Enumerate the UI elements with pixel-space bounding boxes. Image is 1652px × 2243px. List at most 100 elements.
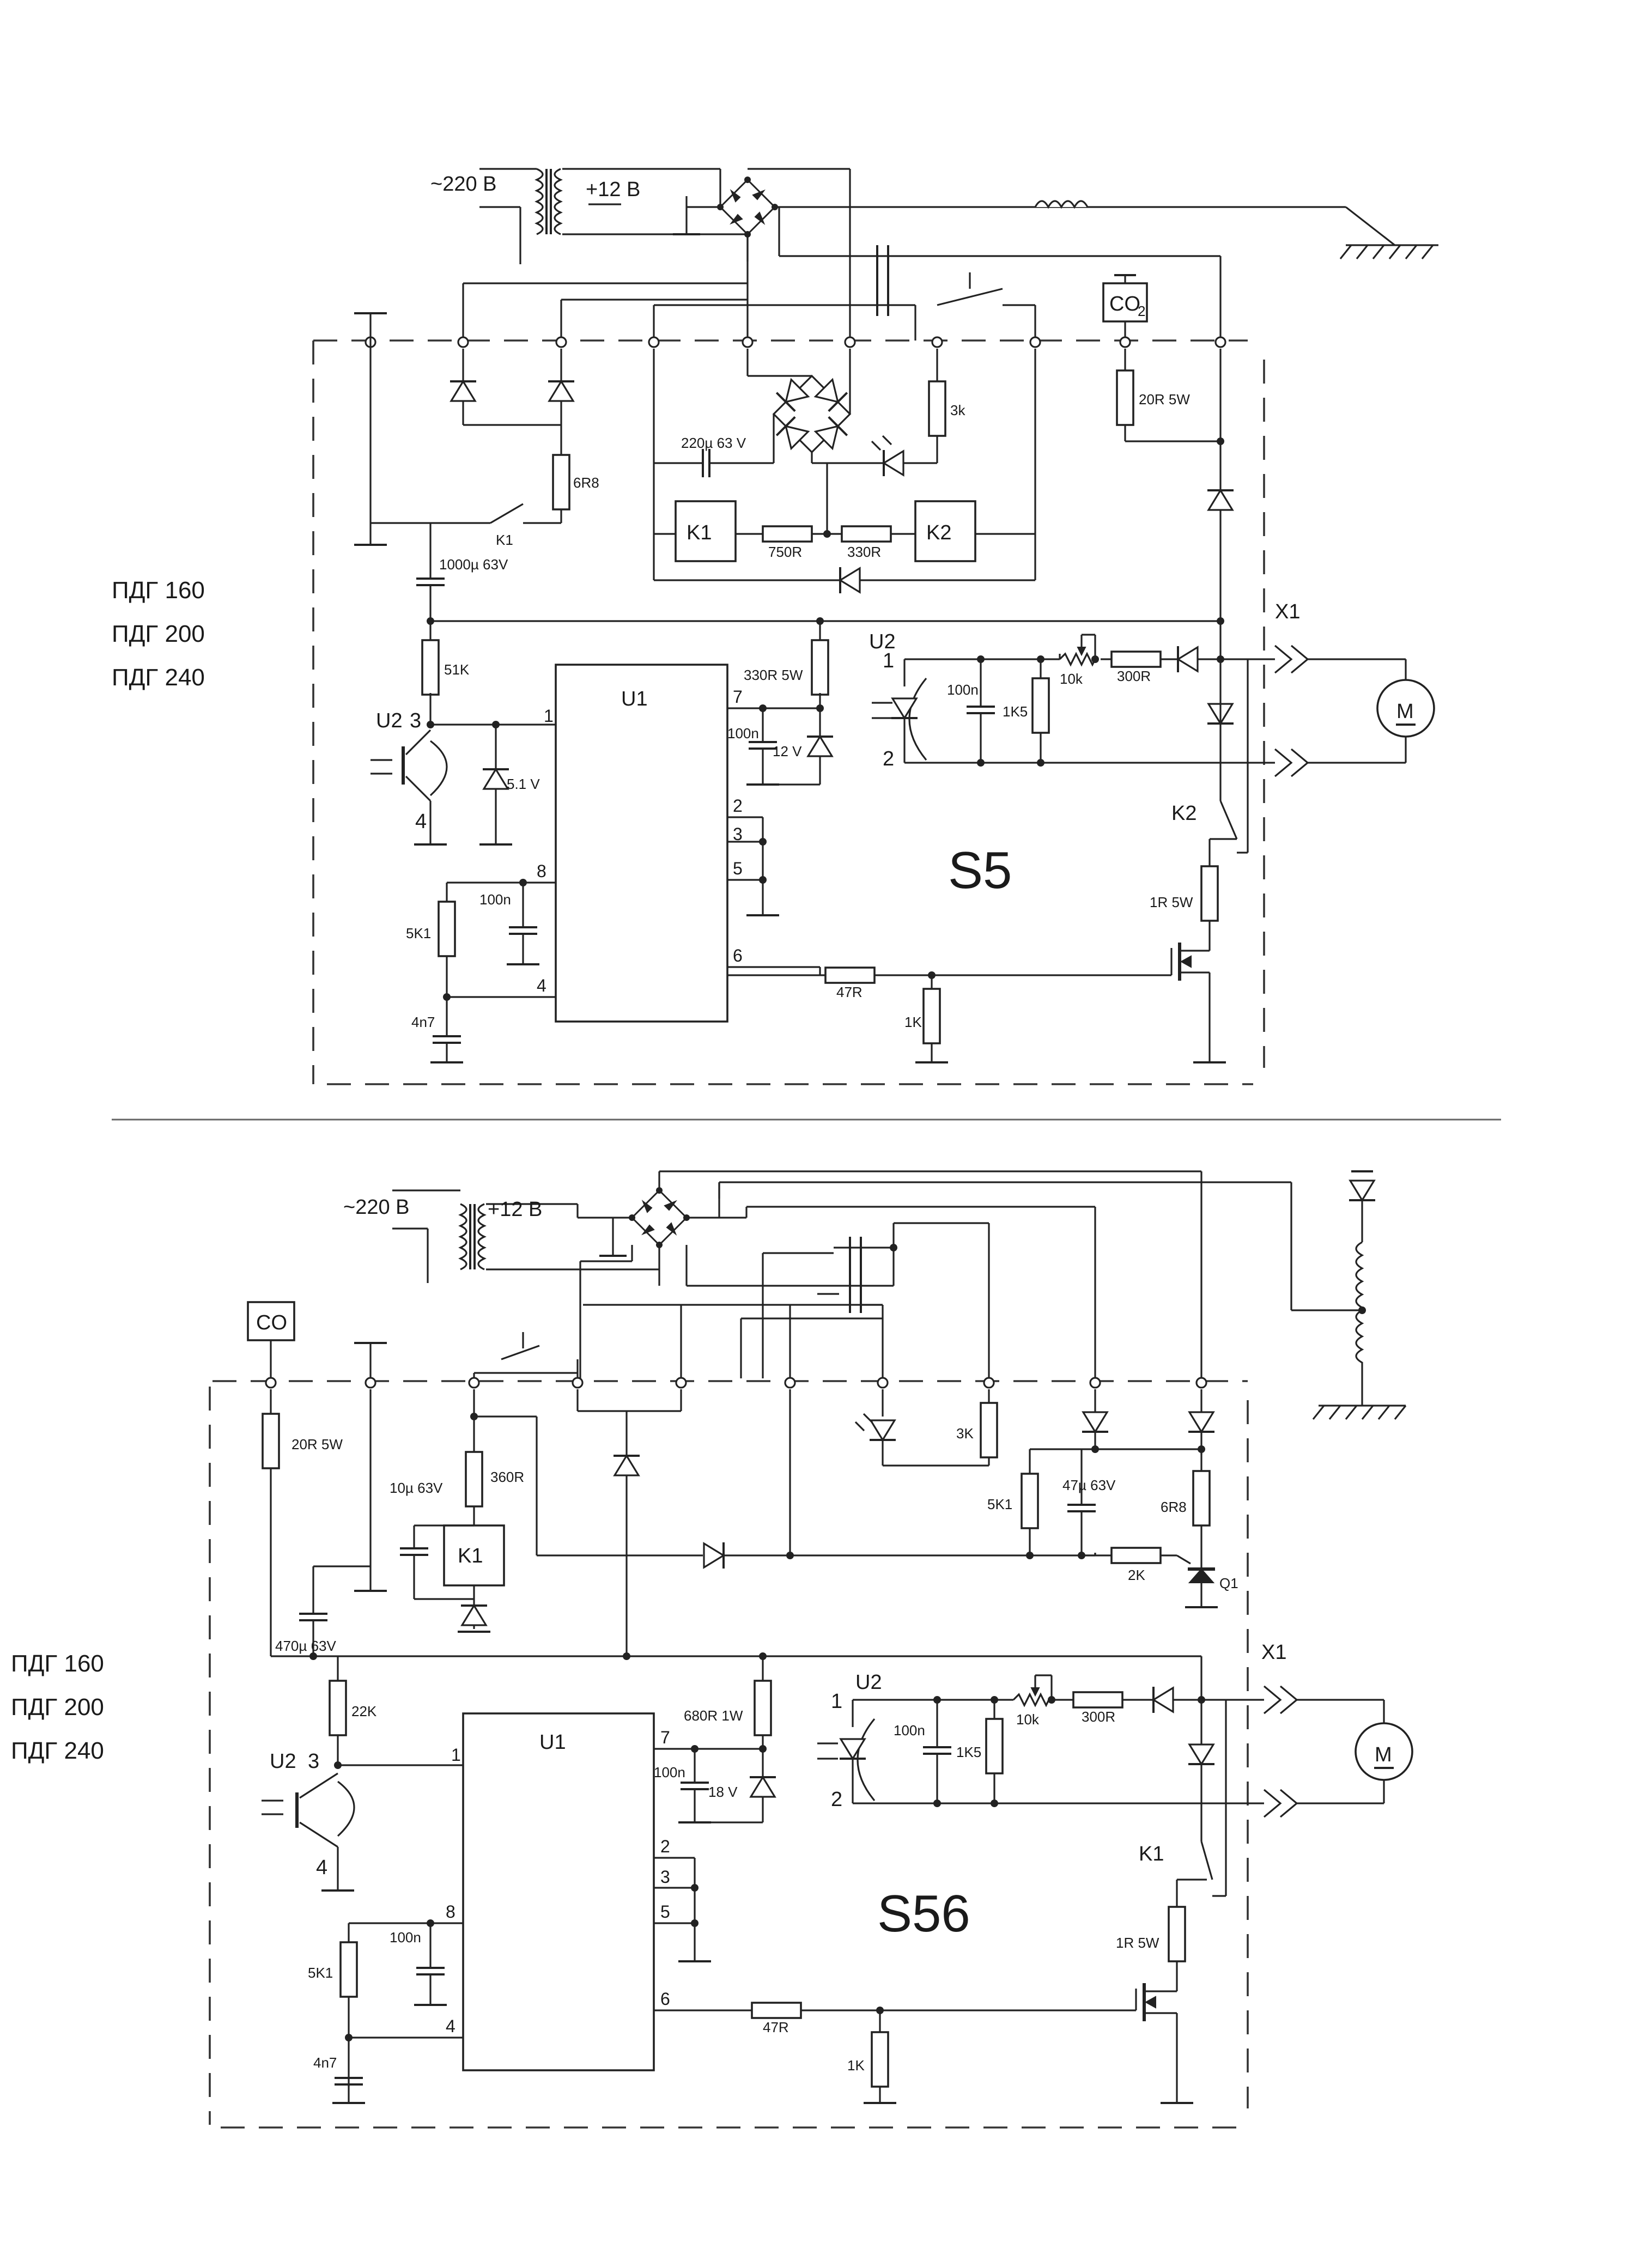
s5-pin5: 5 — [733, 859, 743, 878]
s56-r-20r: 20R 5W — [291, 1436, 343, 1452]
s56-r-680: 680R 1W — [684, 1707, 743, 1724]
s5-co2-label: CO — [1109, 293, 1140, 315]
s56-c-4n7: 4n7 — [313, 2054, 337, 2071]
s5-pin6: 6 — [733, 946, 743, 965]
s56-r-22k: 22K — [351, 1703, 377, 1719]
s5-u2r-pin2: 2 — [883, 747, 894, 770]
s5-k2-contact: K2 — [1171, 802, 1197, 825]
diagram-s5: ~220 В +12 В — [312, 168, 1438, 1085]
s56-pin6: 6 — [660, 1989, 670, 2009]
s5-c-4n7: 4n7 — [411, 1014, 435, 1030]
s56-c-100n-b: 100n — [894, 1722, 925, 1739]
s56-r-2k: 2K — [1128, 1567, 1145, 1583]
s5-r-5k1: 5K1 — [406, 925, 431, 941]
s56-pin7: 7 — [660, 1728, 670, 1747]
s56-c-100n-a: 100n — [654, 1764, 685, 1780]
s5-u2-right-label: U2 — [869, 630, 896, 653]
s56-u2-pin4: 4 — [316, 1856, 327, 1879]
s56-u2-right-label: U2 — [855, 1671, 882, 1694]
s56-r-1k5: 1K5 — [956, 1744, 981, 1760]
s56-r-5k1: 5K1 — [308, 1965, 333, 1981]
s5-u2-pin3: 3 — [410, 709, 421, 732]
s5-r-1r: 1R 5W — [1150, 894, 1193, 910]
s5-u2-left-label: U2 — [376, 709, 403, 732]
s5-motor-label: M — [1396, 700, 1414, 723]
s56-pin5: 5 — [660, 1902, 670, 1922]
s56-model-240: ПДГ 240 — [11, 1737, 104, 1764]
s5-r-750: 750R — [768, 544, 802, 560]
s5-model-240: ПДГ 240 — [112, 664, 205, 691]
s5-c-100n-c: 100n — [479, 891, 511, 908]
s5-secondary-label: +12 В — [586, 178, 640, 201]
s5-c-100n-b: 100n — [947, 682, 979, 698]
s56-u2r-pin2: 2 — [831, 1788, 842, 1811]
s56-models: ПДГ 160 ПДГ 200 ПДГ 240 — [11, 1650, 104, 1764]
s5-u1-label: U1 — [621, 688, 648, 710]
s5-k1-contact-label: K1 — [496, 532, 513, 548]
s56-pin1: 1 — [451, 1745, 461, 1765]
s56-z-18: 18 V — [708, 1784, 738, 1800]
s56-model-200: ПДГ 200 — [11, 1694, 104, 1721]
s5-pin8: 8 — [537, 861, 546, 881]
s5-z-12: 12 V — [773, 743, 802, 759]
s56-x1-label: X1 — [1261, 1641, 1286, 1664]
s56-c-10u: 10µ 63V — [390, 1480, 443, 1496]
s5-pin7: 7 — [733, 687, 743, 707]
s56-r-47: 47R — [763, 2019, 789, 2035]
s56-q1-label: Q1 — [1219, 1575, 1238, 1591]
s5-pin2: 2 — [733, 796, 743, 816]
s5-x1-label: X1 — [1275, 600, 1300, 623]
s56-pin3: 3 — [660, 1867, 670, 1887]
s5-r-330: 330R — [847, 544, 881, 560]
s5-model-160: ПДГ 160 — [112, 577, 205, 604]
s56-r-6r8: 6R8 — [1161, 1499, 1187, 1515]
s56-co-label: CO — [256, 1311, 287, 1334]
s5-r-6r8: 6R8 — [573, 475, 599, 491]
s5-r-51k: 51K — [444, 661, 470, 678]
s5-r-330-5w: 330R 5W — [744, 667, 803, 683]
s5-pin4: 4 — [537, 976, 546, 995]
s56-c-47u: 47µ 63V — [1062, 1477, 1116, 1493]
s5-c-bridge: 220µ 63 V — [681, 435, 746, 451]
s56-c-100n-c: 100n — [390, 1929, 421, 1946]
s56-u1-label: U1 — [539, 1731, 566, 1754]
s5-r-300: 300R — [1117, 668, 1151, 684]
s5-title: S5 — [948, 841, 1012, 899]
s56-r-3k: 3K — [956, 1425, 974, 1442]
diagram-s56: ~220 В +12 В — [209, 1170, 1413, 2129]
s56-pin8: 8 — [446, 1902, 455, 1922]
s5-models: ПДГ 160 ПДГ 200 ПДГ 240 — [112, 577, 205, 691]
s56-pin4: 4 — [446, 2016, 455, 2036]
s56-u2-pin3: 3 — [308, 1750, 319, 1773]
s56-model-160: ПДГ 160 — [11, 1650, 104, 1677]
s5-co2-sub: 2 — [1138, 303, 1145, 319]
s5-model-200: ПДГ 200 — [112, 621, 205, 647]
s5-c-100n-a: 100n — [727, 725, 759, 741]
s56-r-1r: 1R 5W — [1116, 1935, 1159, 1951]
s5-r-1k: 1K — [904, 1014, 922, 1030]
s56-r-300: 300R — [1082, 1709, 1115, 1725]
s56-c-470u: 470µ 63V — [275, 1638, 337, 1654]
s56-r-360: 360R — [490, 1469, 524, 1485]
s5-r-20r: 20R 5W — [1139, 391, 1190, 408]
s5-k1-relay: K1 — [687, 521, 712, 544]
s56-k1-contact: K1 — [1139, 1843, 1164, 1865]
s5-u2-pin4: 4 — [415, 810, 427, 833]
s5-u2r-pin1: 1 — [883, 649, 894, 672]
s5-z-51: 5.1 V — [507, 776, 540, 792]
s5-pin3: 3 — [733, 824, 743, 844]
s5-pot-10k: 10k — [1060, 671, 1083, 687]
s56-u2r-pin1: 1 — [831, 1690, 842, 1713]
s56-r-1k: 1K — [847, 2057, 865, 2074]
s5-k2-relay: K2 — [926, 521, 951, 544]
s5-mains-label: ~220 В — [430, 173, 497, 196]
s56-pin2: 2 — [660, 1837, 670, 1856]
s56-secondary-label: +12 В — [488, 1198, 542, 1221]
s56-title: S56 — [877, 1885, 970, 1943]
s56-mains-label: ~220 В — [343, 1196, 410, 1219]
s5-r-47: 47R — [836, 984, 863, 1000]
s56-k1-relay: K1 — [458, 1545, 483, 1567]
s5-r-1k5: 1K5 — [1003, 703, 1028, 720]
